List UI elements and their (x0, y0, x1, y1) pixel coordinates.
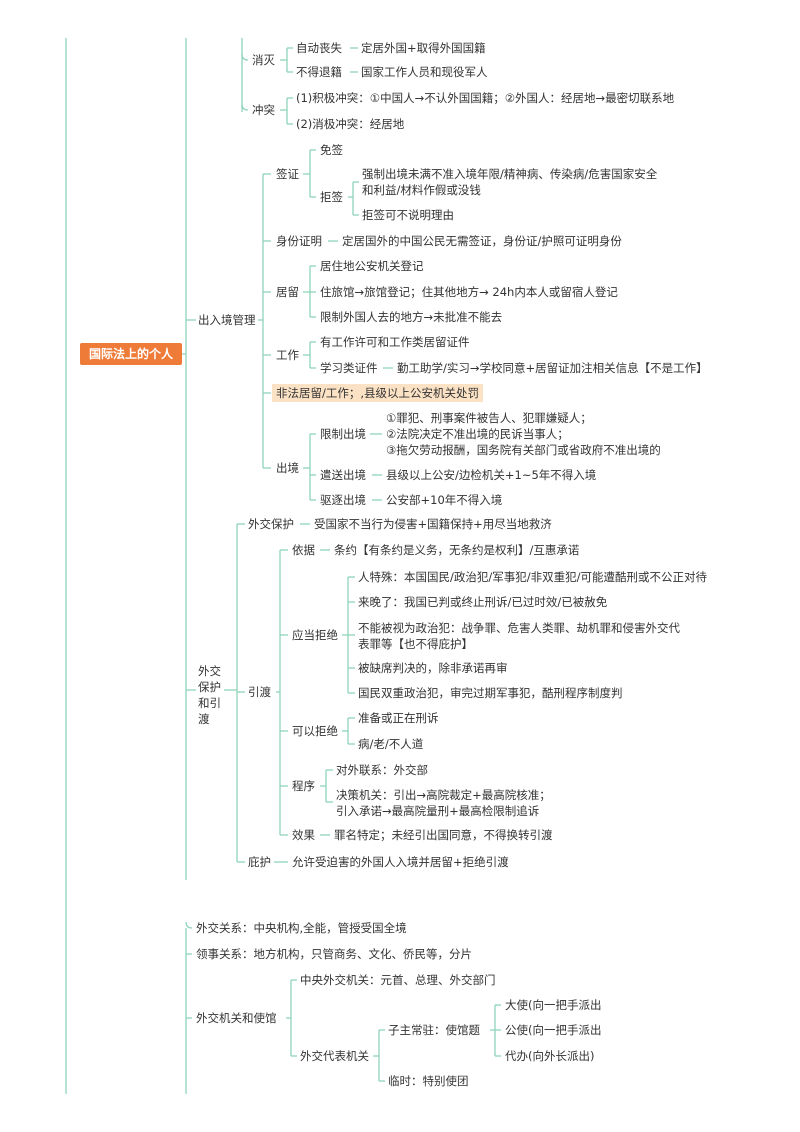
node-residence[interactable]: 居留 (276, 285, 299, 299)
node-dip-detail[interactable]: 受国家不当行为侵害+国籍保持+用尽当地救济 (314, 517, 552, 531)
node-minister[interactable]: 公使(向一把手派出 (505, 1023, 602, 1037)
node-id-detail[interactable]: 定居国外的中国公民无需签证，身份证/护照可证明身份 (342, 234, 622, 248)
node-entry-exit[interactable]: 出入境管理 (198, 313, 256, 327)
node-extradition[interactable]: 引渡 (248, 685, 271, 699)
node-central[interactable]: 中央外交机关：元首、总理、外交部门 (300, 973, 496, 987)
node-proc-2b[interactable]: 引入承诺→最高院量刑+最高检限制追诉 (336, 804, 540, 818)
node-mr-1[interactable]: 人特殊：本国国民/政治犯/军事犯/非双重犯/可能遭酷刑或不公正对待 (358, 570, 707, 584)
node-rel-1[interactable]: 外交关系：中央机构,全能，管授受国全境 (196, 921, 407, 935)
node-chongtu[interactable]: 冲突 (252, 103, 275, 117)
node-rep[interactable]: 外交代表机关 (300, 1049, 369, 1063)
node-temp[interactable]: 临时：特别使团 (388, 1074, 469, 1088)
node-jiji[interactable]: (1)积极冲突：①中国人→不认外国国籍；②外国人：经居地→最密切联系地 (296, 91, 675, 105)
root-node[interactable]: 国际法上的个人 (80, 343, 182, 365)
node-limit-exit[interactable]: 限制出境 (320, 427, 366, 441)
node-limit-3[interactable]: ③拖欠劳动报酬，国务院有关部门或省政府不准出境的 (386, 443, 661, 457)
node-dip[interactable]: 外交保护 (248, 517, 294, 531)
node-organs[interactable]: 外交机关和使馆 (196, 1011, 277, 1025)
node-zidong-detail[interactable]: 定居外国+取得外国国籍 (361, 41, 486, 55)
node-may-2[interactable]: 病/老/不人道 (358, 737, 424, 751)
node-illegal-highlight[interactable]: 非法居留/工作；,县级以上公安机关处罚 (272, 384, 484, 402)
node-work[interactable]: 工作 (276, 348, 299, 362)
node-mianqian[interactable]: 免签 (320, 143, 343, 157)
node-juqian-1b[interactable]: 和利益/材料作假或没钱 (362, 183, 481, 197)
node-res-1[interactable]: 居住地公安机关登记 (320, 259, 424, 273)
node-charge[interactable]: 代办(向外长派出) (505, 1049, 595, 1063)
node-procedure[interactable]: 程序 (292, 779, 315, 793)
node-id[interactable]: 身份证明 (276, 234, 322, 248)
node-work-2-detail[interactable]: 勤工助学/实习→学校同意+居留证加注相关信息【不是工作】 (397, 361, 708, 375)
node-may-refuse[interactable]: 可以拒绝 (292, 724, 338, 738)
node-protection-l2[interactable]: 保护 (198, 680, 221, 694)
node-effect-detail[interactable]: 罪名特定；未经引出国同意，不得换转引渡 (334, 828, 553, 842)
node-proc-2a[interactable]: 决策机关：引出→高院裁定+最高院核准； (336, 788, 551, 802)
node-asylum-detail[interactable]: 允许受迫害的外国人入境并居留+拒绝引渡 (292, 855, 509, 869)
node-exit[interactable]: 出境 (276, 461, 299, 475)
node-work-1[interactable]: 有工作许可和工作类居留证件 (320, 335, 470, 349)
node-expel-detail[interactable]: 公安部+10年不得入境 (386, 493, 503, 507)
node-mr-5[interactable]: 国民双重政治犯，审完过期军事犯，酷刑程序制度判 (358, 686, 623, 700)
node-may-1[interactable]: 准备或正在刑诉 (358, 711, 439, 725)
node-effect[interactable]: 效果 (292, 828, 315, 842)
node-must-refuse[interactable]: 应当拒绝 (292, 628, 338, 642)
node-budetui-detail[interactable]: 国家工作人员和现役军人 (361, 65, 488, 79)
node-protection-l1[interactable]: 外交 (198, 664, 221, 678)
node-mr-3a[interactable]: 不能被视为政治犯：战争罪、危害人类罪、劫机罪和侵害外交代 (358, 621, 680, 635)
node-visa[interactable]: 签证 (276, 167, 299, 181)
node-deport[interactable]: 遣送出境 (320, 468, 366, 482)
node-limit-2[interactable]: ②法院决定不准出境的民诉当事人； (386, 427, 569, 441)
node-basis-detail[interactable]: 条约【有条约是义务，无条约是权利】/互惠承诺 (334, 543, 580, 557)
node-deport-detail[interactable]: 县级以上公安/边检机关+1~5年不得入境 (386, 468, 597, 482)
node-budetui[interactable]: 不得退籍 (296, 65, 342, 79)
node-amb[interactable]: 大使(向一把手派出 (505, 998, 602, 1012)
node-juqian[interactable]: 拒签 (320, 190, 343, 204)
node-protection-l4[interactable]: 渡 (198, 712, 210, 726)
node-xiaoji[interactable]: (2)消极冲突：经居地 (296, 117, 405, 131)
node-expel[interactable]: 驱逐出境 (320, 493, 366, 507)
node-zidong[interactable]: 自动丧失 (296, 41, 342, 55)
node-mr-2[interactable]: 来晚了：我国已判或终止刑诉/已过时效/已被赦免 (358, 595, 608, 609)
node-res-2[interactable]: 住旅馆→旅馆登记；住其他地方→ 24h内本人或留宿人登记 (320, 285, 618, 299)
node-basis[interactable]: 依据 (292, 543, 315, 557)
node-limit-1[interactable]: ①罪犯、刑事案件被告人、犯罪嫌疑人； (386, 411, 592, 425)
node-mr-3b[interactable]: 表罪等【也不得庇护】 (358, 637, 473, 651)
node-perm[interactable]: 子主常驻：使馆题 (388, 1023, 480, 1037)
node-res-3[interactable]: 限制外国人去的地方→未批准不能去 (320, 310, 503, 324)
node-mr-4[interactable]: 被缺席判决的，除非承诺再审 (358, 661, 508, 675)
node-rel-2[interactable]: 领事关系：地方机构，只管商务、文化、侨民等，分片 (196, 947, 472, 961)
node-xiaomie[interactable]: 消灭 (252, 53, 275, 67)
node-asylum[interactable]: 庇护 (248, 855, 271, 869)
node-juqian-2[interactable]: 拒签可不说明理由 (362, 208, 454, 222)
node-protection-l3[interactable]: 和引 (198, 696, 221, 710)
node-proc-1[interactable]: 对外联系：外交部 (336, 763, 428, 777)
node-juqian-1a[interactable]: 强制出境未满不准入境年限/精神病、传染病/危害国家安全 (362, 167, 658, 181)
node-work-2[interactable]: 学习类证件 (320, 361, 378, 375)
